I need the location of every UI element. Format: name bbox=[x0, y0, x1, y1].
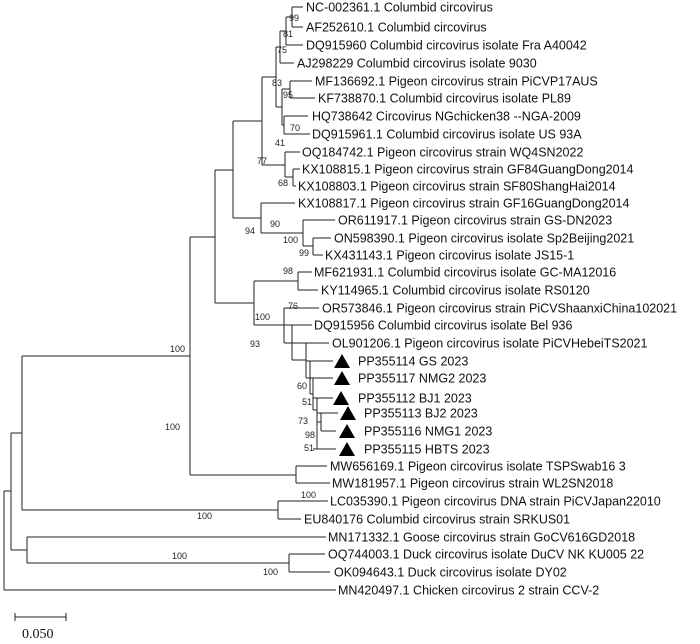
taxon-label: EU840176 Columbid circovirus strain SRKU… bbox=[304, 513, 570, 527]
bootstrap-value: 60 bbox=[297, 381, 307, 391]
bootstrap-value: 99 bbox=[289, 13, 299, 23]
taxon-label: MF136692.1 Pigeon circovirus strain PiCV… bbox=[315, 75, 598, 89]
taxon-label: KX108817.1 Pigeon circovirus strain GF16… bbox=[298, 197, 630, 211]
taxon-label: OR573846.1 Pigeon circovirus strain PiCV… bbox=[322, 302, 677, 316]
taxon-label: HQ738642 Circovirus NGchicken38 --NGA-20… bbox=[312, 110, 581, 124]
bootstrap-value: 75 bbox=[277, 45, 287, 55]
taxon-label: ON598390.1 Pigeon circovirus isolate Sp2… bbox=[334, 232, 634, 246]
taxon-label: MW656169.1 Pigeon circovirus isolate TSP… bbox=[330, 460, 626, 474]
taxon-label: KY114965.1 Columbid circovirus isolate R… bbox=[321, 284, 590, 298]
scale-bar: 0.050 bbox=[14, 613, 67, 642]
taxon-label: NC-002361.1 Columbid circovirus bbox=[306, 1, 493, 15]
bootstrap-value: 68 bbox=[278, 178, 288, 188]
bootstrap-value: 81 bbox=[283, 29, 293, 39]
bootstrap-value: 73 bbox=[298, 416, 308, 426]
bootstrap-value: 70 bbox=[290, 123, 300, 133]
bootstrap-value: 51 bbox=[304, 443, 314, 453]
bootstrap-labels: 9981758395704168779010099949810076936051… bbox=[165, 13, 316, 577]
taxon-label: KF738870.1 Columbid circovirus isolate P… bbox=[318, 92, 571, 106]
taxon-label: OQ744003.1 Duck circovirus isolate DuCV … bbox=[328, 548, 644, 562]
bootstrap-value: 93 bbox=[250, 339, 260, 349]
taxon-label: PP355117 NMG2 2023 bbox=[358, 372, 486, 386]
bootstrap-value: 100 bbox=[283, 235, 298, 245]
taxon-label: MN171332.1 Goose circovirus strain GoCV6… bbox=[328, 531, 635, 545]
taxon-label: OR611917.1 Pigeon circovirus strain GS-D… bbox=[338, 214, 612, 228]
taxon-label: OL901206.1 Pigeon circovirus isolate PiC… bbox=[332, 337, 648, 351]
taxon-label: PP355114 GS 2023 bbox=[358, 355, 468, 369]
bootstrap-value: 98 bbox=[305, 430, 315, 440]
sample-marker-triangle bbox=[334, 371, 350, 385]
taxon-label: AJ298229 Columbid circovirus isolate 903… bbox=[297, 57, 537, 71]
sample-marker-triangle bbox=[333, 391, 349, 405]
bootstrap-value: 100 bbox=[255, 312, 270, 322]
bootstrap-value: 77 bbox=[257, 156, 267, 166]
taxon-label: DQ915961.1 Columbid circovirus isolate U… bbox=[312, 128, 582, 142]
taxon-label: MN420497.1 Chicken circovirus 2 strain C… bbox=[338, 584, 599, 598]
taxon-label: OQ184742.1 Pigeon circovirus strain WQ4S… bbox=[302, 146, 583, 160]
sample-marker-triangle bbox=[334, 354, 350, 368]
taxon-label: LC035390.1 Pigeon circovirus DNA strain … bbox=[330, 495, 661, 509]
bootstrap-value: 41 bbox=[275, 138, 285, 148]
bootstrap-value: 76 bbox=[288, 301, 298, 311]
taxon-label: KX108815.1 Pigeon circovirus strain GF84… bbox=[302, 163, 634, 177]
scale-bar-label: 0.050 bbox=[22, 627, 54, 642]
bootstrap-value: 51 bbox=[302, 397, 312, 407]
bootstrap-value: 99 bbox=[299, 248, 309, 258]
tree-branches bbox=[3, 6, 338, 591]
bootstrap-value: 100 bbox=[172, 551, 187, 561]
bootstrap-value: 100 bbox=[165, 422, 180, 432]
taxon-label: DQ915956 Columbid circovirus isolate Bel… bbox=[314, 319, 573, 333]
taxon-label: PP355116 NMG1 2023 bbox=[364, 425, 492, 439]
bootstrap-value: 100 bbox=[170, 344, 185, 354]
taxon-label: AF252610.1 Columbid circovirus bbox=[306, 21, 487, 35]
bootstrap-value: 100 bbox=[263, 567, 278, 577]
taxon-label: MW181957.1 Pigeon circovirus strain WL2S… bbox=[332, 477, 613, 491]
taxon-label: DQ915960 Columbid circovirus isolate Fra… bbox=[306, 39, 587, 53]
bootstrap-value: 100 bbox=[301, 490, 316, 500]
taxa-labels: NC-002361.1 Columbid circovirusAF252610.… bbox=[297, 1, 677, 598]
taxon-label: KX108803.1 Pigeon circovirus strain SF80… bbox=[298, 180, 616, 194]
bootstrap-value: 94 bbox=[245, 226, 255, 236]
sample-marker-triangle bbox=[339, 424, 355, 438]
taxon-label: KX431143.1 Pigeon circovirus isolate JS1… bbox=[325, 249, 574, 263]
taxon-label: PP355112 BJ1 2023 bbox=[358, 392, 472, 406]
taxon-label: PP355113 BJ2 2023 bbox=[364, 407, 478, 421]
taxon-label: PP355115 HBTS 2023 bbox=[364, 443, 490, 457]
sample-marker-triangle bbox=[340, 406, 356, 420]
taxon-label: MF621931.1 Columbid circovirus isolate G… bbox=[314, 266, 616, 280]
bootstrap-value: 100 bbox=[197, 511, 212, 521]
bootstrap-value: 83 bbox=[272, 78, 282, 88]
sample-marker-triangle bbox=[339, 442, 355, 456]
taxon-label: OK094643.1 Duck circovirus isolate DY02 bbox=[334, 566, 567, 580]
bootstrap-value: 90 bbox=[270, 219, 280, 229]
bootstrap-value: 98 bbox=[283, 266, 293, 276]
bootstrap-value: 95 bbox=[283, 90, 293, 100]
